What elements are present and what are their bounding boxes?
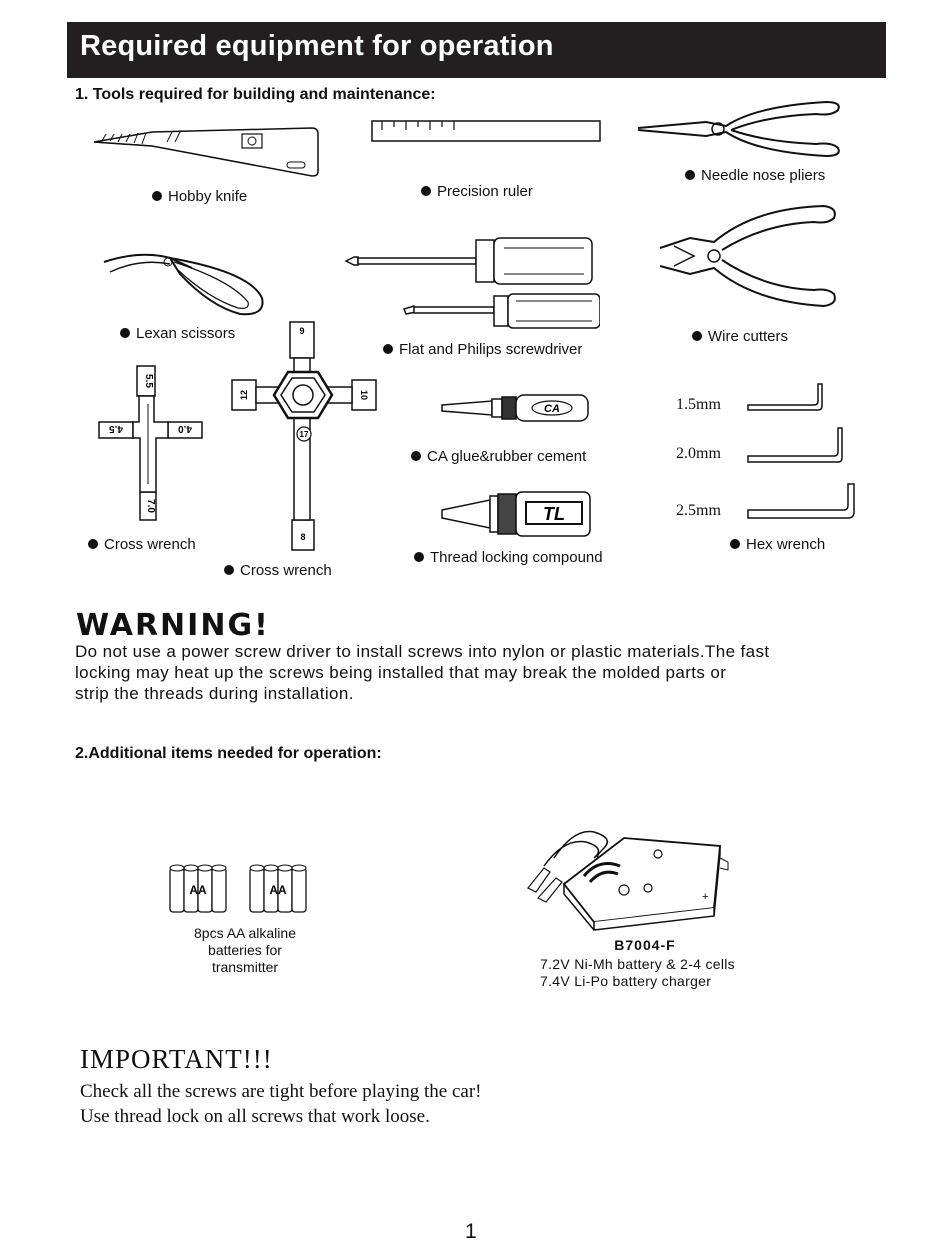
- wrench-size-label: 4.5: [109, 423, 123, 434]
- page-number: 1: [465, 1220, 477, 1243]
- warning-title: WARNING!: [76, 608, 270, 643]
- charger-model: B7004-F: [614, 937, 676, 953]
- wrench-size-label: 4.0: [178, 423, 192, 434]
- precision-ruler-label: Precision ruler: [421, 183, 533, 200]
- thread-lock-drawing: TL: [441, 491, 591, 537]
- battery-label: AA: [269, 883, 287, 897]
- caption-line: 8pcs AA alkaline: [194, 925, 296, 941]
- important-line: Use thread lock on all screws that work …: [80, 1106, 430, 1127]
- section-1-title: 1. Tools required for building and maint…: [75, 86, 436, 103]
- cross-wrench-small-drawing: 5.5 4.5 4.0 7.0: [98, 365, 203, 521]
- wrench-size-label: 10: [359, 390, 369, 400]
- bullet-icon: [383, 344, 393, 354]
- bullet-icon: [120, 328, 130, 338]
- important-text: Check all the screws are tight before pl…: [80, 1079, 481, 1129]
- cross-wrench-1-label: Cross wrench: [88, 536, 196, 553]
- screwdriver-label: Flat and Philips screwdriver: [383, 341, 582, 358]
- bullet-icon: [685, 170, 695, 180]
- page-title: Required equipment for operation: [80, 30, 554, 62]
- charger-caption: 7.2V Ni-Mh battery & 2-4 cells 7.4V Li-P…: [540, 956, 735, 990]
- ca-bottle-label: CA: [544, 403, 560, 415]
- hobby-knife-drawing: [93, 127, 319, 177]
- wire-cutters-label: Wire cutters: [692, 328, 788, 345]
- lexan-scissors-label: Lexan scissors: [120, 325, 235, 342]
- caption-line: 7.2V Ni-Mh battery & 2-4 cells: [540, 956, 735, 972]
- bullet-icon: [692, 331, 702, 341]
- cross-wrench-2-label: Cross wrench: [224, 562, 332, 579]
- ca-glue-label: CA glue&rubber cement: [411, 448, 586, 465]
- important-line: Check all the screws are tight before pl…: [80, 1081, 482, 1102]
- bullet-icon: [152, 191, 162, 201]
- screwdrivers-drawing: [344, 237, 600, 329]
- hobby-knife-label: Hobby knife: [152, 188, 247, 205]
- wrench-size-label: 5.5: [143, 374, 154, 388]
- hex-size-label: 1.5mm: [676, 396, 721, 413]
- section-2-title: 2.Additional items needed for operation:: [75, 745, 382, 762]
- batteries-caption: 8pcs AA alkaline batteries for transmitt…: [160, 925, 330, 976]
- needle-nose-pliers-label: Needle nose pliers: [685, 167, 825, 184]
- bullet-icon: [224, 565, 234, 575]
- precision-ruler-drawing: [371, 120, 601, 142]
- tl-bottle-label: TL: [543, 504, 565, 524]
- bullet-icon: [88, 539, 98, 549]
- needle-nose-pliers-drawing: [637, 100, 840, 158]
- wrench-size-label: 9: [299, 326, 304, 336]
- thread-lock-label: Thread locking compound: [414, 549, 603, 566]
- warning-text: Do not use a power screw driver to insta…: [75, 641, 905, 704]
- caption-line: 7.4V Li-Po battery charger: [540, 973, 712, 989]
- hex-wrench-drawing: [747, 383, 855, 519]
- cross-wrench-large-drawing: 9 12 10 17 8: [231, 321, 377, 551]
- wrench-size-label: 7.0: [145, 499, 156, 513]
- ca-glue-drawing: CA: [441, 394, 589, 422]
- hex-size-label: 2.5mm: [676, 502, 721, 519]
- caption-line: transmitter: [211, 959, 279, 975]
- lexan-scissors-drawing: [103, 253, 264, 316]
- important-title: IMPORTANT!!!: [80, 1044, 273, 1074]
- wrench-size-label: 17: [300, 430, 309, 439]
- hex-wrench-label: Hex wrench: [730, 536, 825, 553]
- caption-line: batteries for: [208, 942, 282, 958]
- charger-terminal-plus: +: [702, 891, 708, 903]
- aa-batteries-drawing: AA AA: [169, 864, 307, 913]
- wrench-size-label: 12: [239, 390, 249, 400]
- wrench-size-label: 8: [300, 532, 305, 542]
- warning-line: locking may heat up the screws being ins…: [75, 663, 727, 682]
- battery-label: AA: [189, 883, 207, 897]
- bullet-icon: [421, 186, 431, 196]
- charger-drawing: +: [527, 830, 729, 931]
- bullet-icon: [411, 451, 421, 461]
- warning-line: strip the threads during installation.: [75, 684, 354, 703]
- wire-cutters-drawing: [659, 204, 836, 308]
- header-bar: [67, 22, 886, 78]
- warning-line: Do not use a power screw driver to insta…: [75, 642, 770, 661]
- hex-size-label: 2.0mm: [676, 445, 721, 462]
- bullet-icon: [414, 552, 424, 562]
- bullet-icon: [730, 539, 740, 549]
